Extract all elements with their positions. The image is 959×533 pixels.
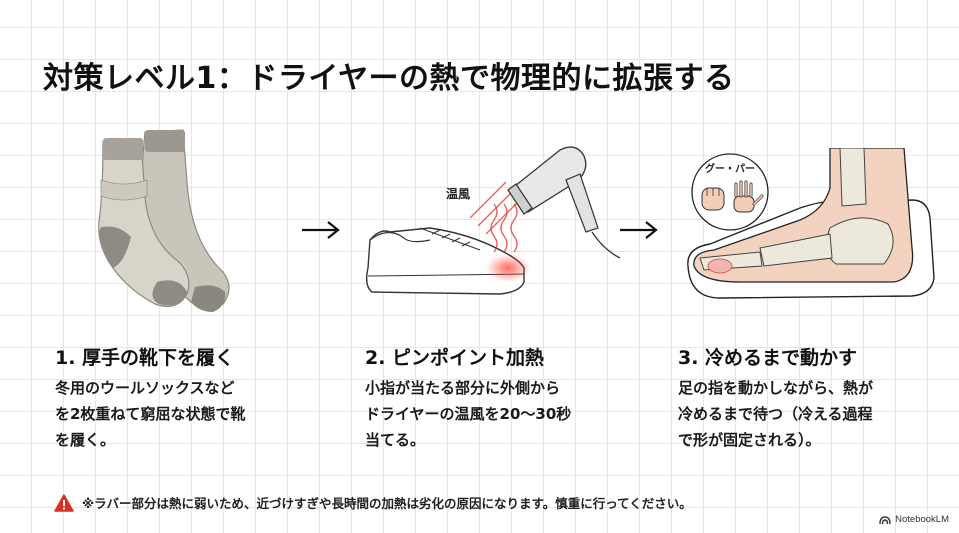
step-3-body: 足の指を動かしながら、熱が 冷めるまで待つ（冷える過程 で形が固定される）。 <box>678 379 874 449</box>
gu-pa-bubble: グー・パー <box>691 153 769 231</box>
hair-dryer-icon <box>507 146 621 259</box>
foot-skeleton-illustration: グー・パー <box>687 148 935 299</box>
arrow-right-icon <box>620 221 658 239</box>
brand-label: NotebookLM <box>895 514 949 525</box>
sneaker-icon <box>365 227 530 295</box>
notebooklm-brand: NotebookLM <box>879 514 949 525</box>
foot-icon <box>693 148 914 283</box>
step-1-title: 1. 厚手の靴下を履く <box>55 347 235 369</box>
notebooklm-logo-icon <box>879 515 891 524</box>
gu-pa-label: グー・パー <box>705 162 755 175</box>
arrow-right-icon <box>302 221 340 239</box>
heat-waves-icon <box>469 181 523 253</box>
step-2-title: 2. ピンポイント加熱 <box>365 347 545 369</box>
warning-text: ※ラバー部分は熱に弱いため、近づけすぎや長時間の加熱は劣化の原因になります。慎重… <box>82 496 692 511</box>
dryer-sneaker-illustration <box>365 146 621 295</box>
warning-note: ※ラバー部分は熱に弱いため、近づけすぎや長時間の加熱は劣化の原因になります。慎重… <box>54 493 692 512</box>
step-2-body: 小指が当たる部分に外側から ドライヤーの温風を20〜30秒 当てる。 <box>365 379 572 449</box>
warning-triangle-icon <box>54 493 74 512</box>
step-3-title: 3. 冷めるまで動かす <box>678 347 858 369</box>
fist-icon <box>701 187 725 211</box>
open-hand-icon <box>733 180 764 213</box>
page-title: 対策レベル1：ドライヤーの熱で物理的に拡張する <box>43 61 735 97</box>
warm-air-label: 温風 <box>446 187 471 201</box>
front-sock <box>98 138 190 307</box>
step-1-body: 冬用のウールソックスなど を2枚重ねて窮屈な状態で靴 を履く。 <box>55 379 246 449</box>
wool-socks-illustration <box>98 129 230 312</box>
